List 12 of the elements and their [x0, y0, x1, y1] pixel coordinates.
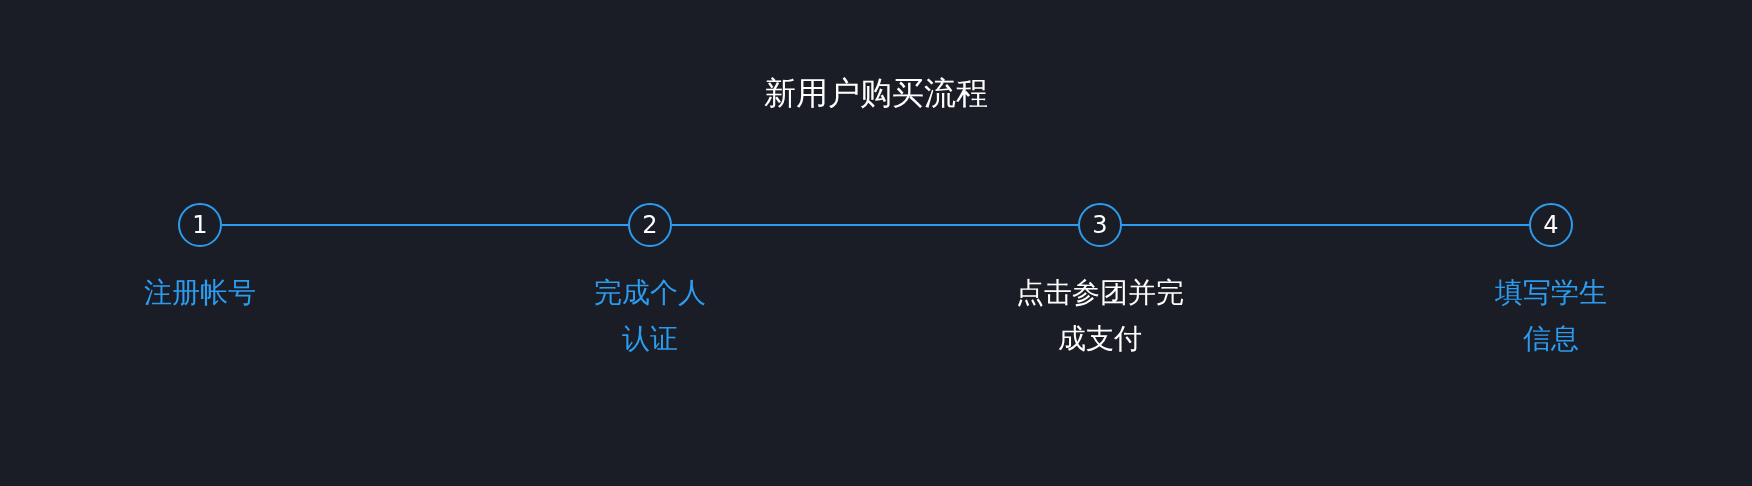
step-label: 点击参团并完成支付 [1015, 275, 1185, 357]
connector-line [221, 224, 629, 226]
step-label: 填写学生信息 [1494, 275, 1608, 357]
title: 新用户购买流程 [763, 73, 989, 114]
connector-line [1121, 224, 1530, 226]
step-label: 完成个人认证 [593, 275, 707, 357]
step-circle: 4 [1529, 203, 1573, 247]
step-circle: 3 [1078, 203, 1122, 247]
step-circle: 1 [178, 203, 222, 247]
connector-line [671, 224, 1079, 226]
step-circle: 2 [628, 203, 672, 247]
step-label: 注册帐号 [143, 275, 257, 311]
